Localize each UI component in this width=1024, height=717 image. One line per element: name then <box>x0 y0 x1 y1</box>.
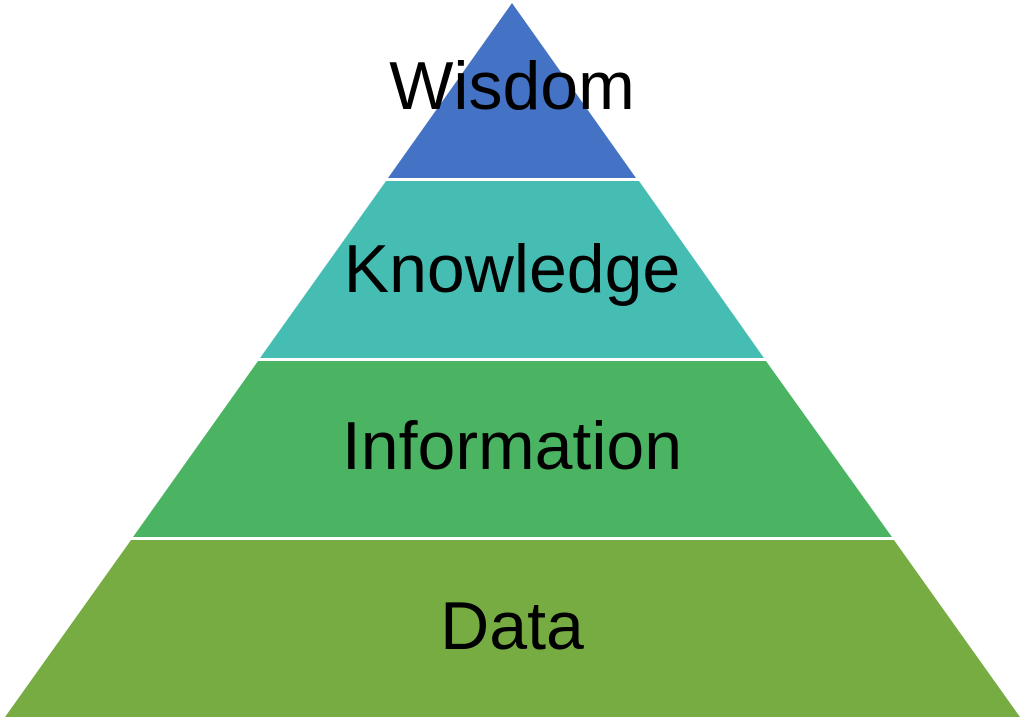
pyramid-label-knowledge: Knowledge <box>343 231 681 307</box>
pyramid-label-wisdom: Wisdom <box>389 48 635 124</box>
pyramid-label-information: Information <box>341 408 683 484</box>
pyramid-label-data: Data <box>440 588 584 664</box>
